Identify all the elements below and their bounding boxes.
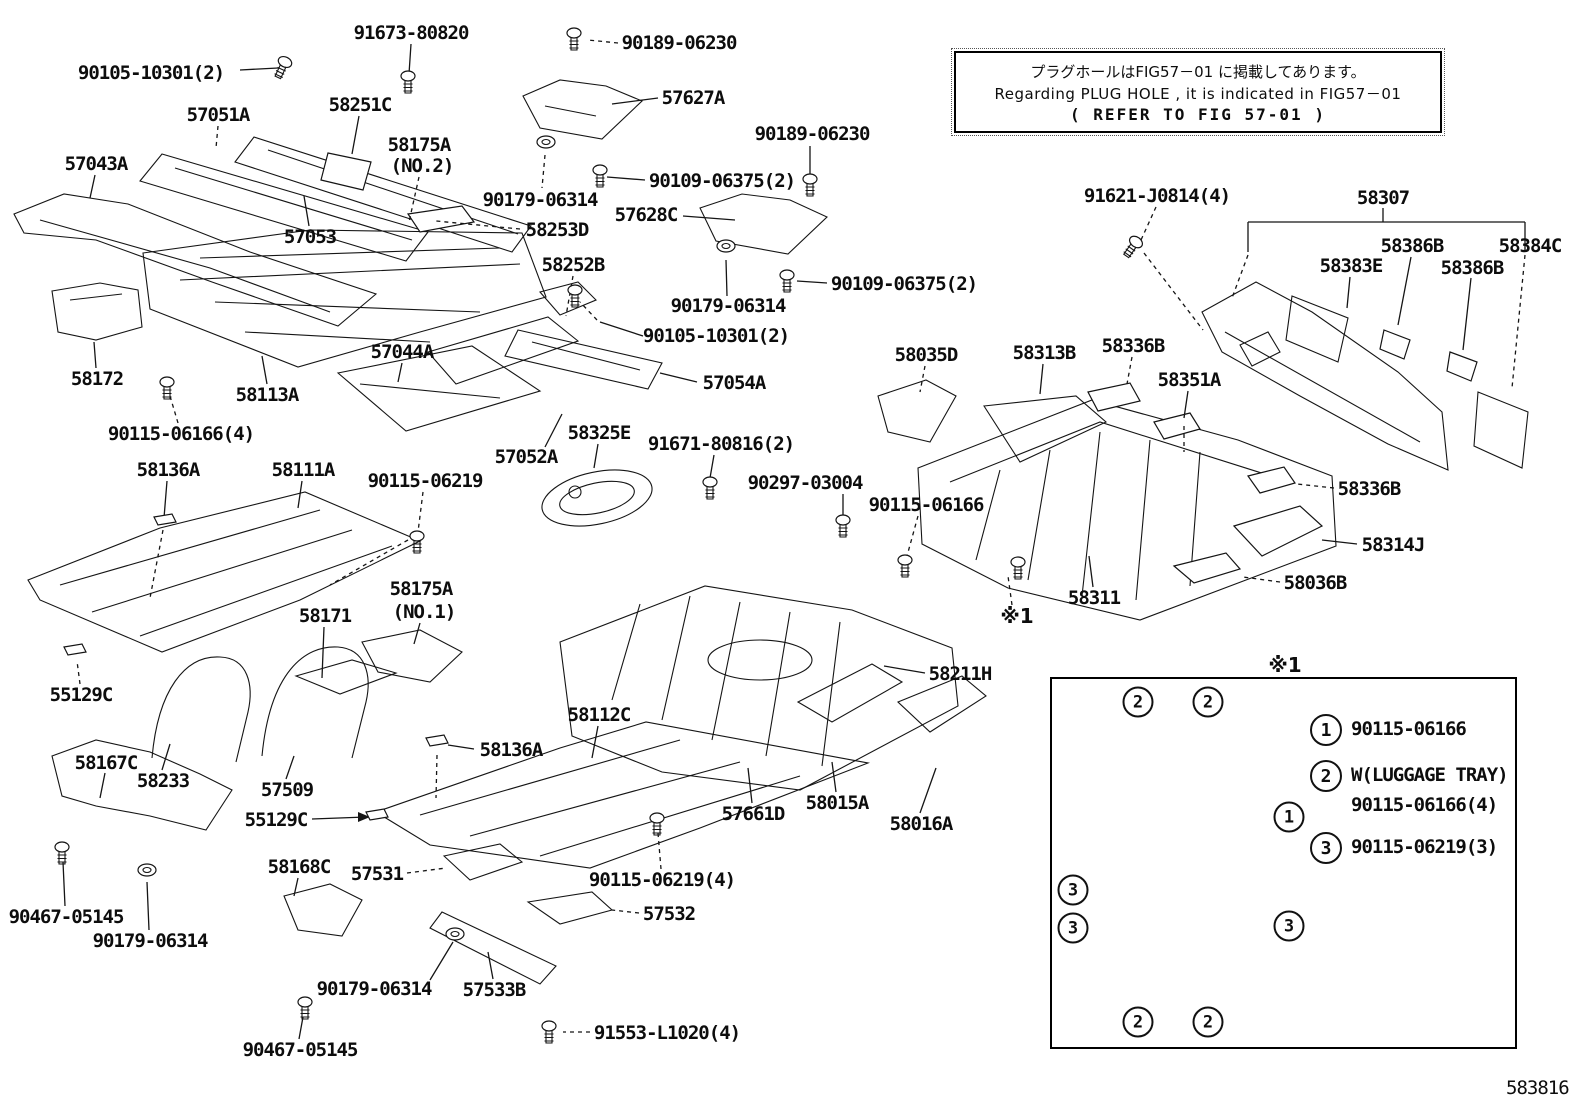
- part-number-label: 58113A: [235, 384, 300, 406]
- part-number-label: 90105-10301(2): [642, 325, 790, 347]
- part-number-label: 58313B: [1012, 342, 1077, 364]
- part-number-label: 57051A: [186, 104, 251, 126]
- part-number-label: 90467-05145: [242, 1039, 359, 1061]
- legend-circle: 1: [1310, 714, 1342, 746]
- legend-text: W(LUGGAGE TRAY) 90115-06166(4): [1351, 764, 1509, 816]
- part-number-label: 57532: [642, 903, 696, 925]
- note-line-reference: ( REFER TO FIG 57-01 ): [1070, 104, 1326, 124]
- part-number-label: 58167C: [74, 752, 139, 774]
- legend-row: 3 90115-06219(3): [1310, 832, 1498, 864]
- part-number-label: 91673-80820: [353, 22, 470, 44]
- part-number-label: 90115-06166(4): [107, 423, 255, 445]
- callout-circle: 2: [1122, 686, 1154, 718]
- note-line-japanese: プラグホールはFIG57－01 に掲載してあります。: [1030, 62, 1366, 81]
- part-number-label: 58351A: [1157, 369, 1222, 391]
- legend-circle: 3: [1310, 832, 1342, 864]
- part-number-label: 90179-06314: [92, 930, 209, 952]
- part-number-label: 58336B: [1101, 335, 1166, 357]
- part-number-label: 58111A: [271, 459, 336, 481]
- part-number-label: 91553-L1020(4): [593, 1022, 741, 1044]
- part-number-label: 90467-05145: [8, 906, 125, 928]
- part-number-label: 57054A: [702, 372, 767, 394]
- part-number-label: 90109-06375(2): [648, 170, 796, 192]
- part-number-label: 90115-06219(4): [588, 869, 736, 891]
- part-number-label: 90109-06375(2): [830, 273, 978, 295]
- part-number-label: 58251C: [328, 94, 393, 116]
- figure-id: 583816: [1506, 1077, 1570, 1099]
- callout-circle: 3: [1057, 912, 1089, 944]
- part-number-label: 57509: [260, 779, 314, 801]
- part-number-label: 57627A: [661, 87, 726, 109]
- reference-marker: ※1: [1000, 604, 1034, 628]
- part-number-label: 58233: [136, 770, 190, 792]
- part-number-label: 58336B: [1337, 478, 1402, 500]
- part-number-label: 58311: [1067, 587, 1121, 609]
- part-number-label: 58035D: [894, 344, 959, 366]
- legend-row: 2 W(LUGGAGE TRAY) 90115-06166(4): [1310, 760, 1509, 820]
- note-line-english: Regarding PLUG HOLE , it is indicated in…: [994, 84, 1402, 103]
- part-number-label: 57043A: [64, 153, 129, 175]
- part-number-label: 90297-03004: [747, 472, 864, 494]
- part-number-label: 90115-06219: [367, 470, 484, 492]
- inset-reference-marker: ※1: [1268, 653, 1302, 677]
- note-box: プラグホールはFIG57－01 に掲載してあります。 Regarding PLU…: [951, 48, 1445, 136]
- part-number-label: 58253D: [525, 219, 590, 241]
- part-number-label: 90105-10301(2): [77, 62, 225, 84]
- part-number-label: 91621-J0814(4): [1083, 185, 1231, 207]
- part-number-label: 58175A: [387, 134, 452, 156]
- legend-circle: 2: [1310, 760, 1342, 792]
- part-number-label: 57052A: [494, 446, 559, 468]
- part-number-label: 58386B: [1440, 257, 1505, 279]
- part-number-label: 58171: [298, 605, 352, 627]
- part-number-label: 58252B: [541, 254, 606, 276]
- part-number-label: 58314J: [1361, 534, 1426, 556]
- part-number-label: 55129C: [49, 684, 114, 706]
- part-number-label: 58175A: [389, 578, 454, 600]
- part-number-label: 58211H: [928, 663, 993, 685]
- part-number-label: 58015A: [805, 792, 870, 814]
- callout-circle: 2: [1192, 686, 1224, 718]
- part-number-label: 58136A: [479, 739, 544, 761]
- part-number-label: 55129C: [244, 809, 309, 831]
- callout-circle: 3: [1057, 874, 1089, 906]
- callout-circle: 1: [1273, 801, 1305, 833]
- part-number-label: 58386B: [1380, 235, 1445, 257]
- part-number-label: 58383E: [1319, 255, 1384, 277]
- callout-circle: 3: [1273, 910, 1305, 942]
- part-number-label: 90179-06314: [670, 295, 787, 317]
- part-number-label: 58325E: [567, 422, 632, 444]
- legend-row: 1 90115-06166: [1310, 714, 1467, 746]
- part-number-label: 57533B: [462, 979, 527, 1001]
- part-number-label: 58036B: [1283, 572, 1348, 594]
- part-number-label: 57661D: [721, 803, 786, 825]
- part-number-label: 58168C: [267, 856, 332, 878]
- part-number-label: 90179-06314: [482, 189, 599, 211]
- part-number-label: 58136A: [136, 459, 201, 481]
- part-number-label: 57044A: [370, 341, 435, 363]
- legend-text: 90115-06166: [1351, 718, 1467, 740]
- inset-box: [1050, 677, 1517, 1049]
- part-number-label: 90189-06230: [754, 123, 871, 145]
- part-number-label: 91671-80816(2): [647, 433, 795, 455]
- part-number-label: 57531: [350, 863, 404, 885]
- part-number-label: 90115-06166: [868, 494, 985, 516]
- part-number-label: (NO.2): [390, 155, 455, 177]
- part-number-label: 90179-06314: [316, 978, 433, 1000]
- part-number-label: 58307: [1356, 187, 1410, 209]
- callout-circle: 2: [1122, 1006, 1154, 1038]
- part-number-label: 90189-06230: [621, 32, 738, 54]
- part-number-label: 58384C: [1498, 235, 1563, 257]
- part-number-label: 57053: [283, 226, 337, 248]
- part-number-label: 58172: [70, 368, 124, 390]
- part-number-label: 58112C: [567, 704, 632, 726]
- part-number-label: (NO.1): [392, 601, 457, 623]
- legend-text: 90115-06219(3): [1351, 836, 1498, 858]
- part-number-label: 57628C: [614, 204, 679, 226]
- part-number-label: 58016A: [889, 813, 954, 835]
- callout-circle: 2: [1192, 1006, 1224, 1038]
